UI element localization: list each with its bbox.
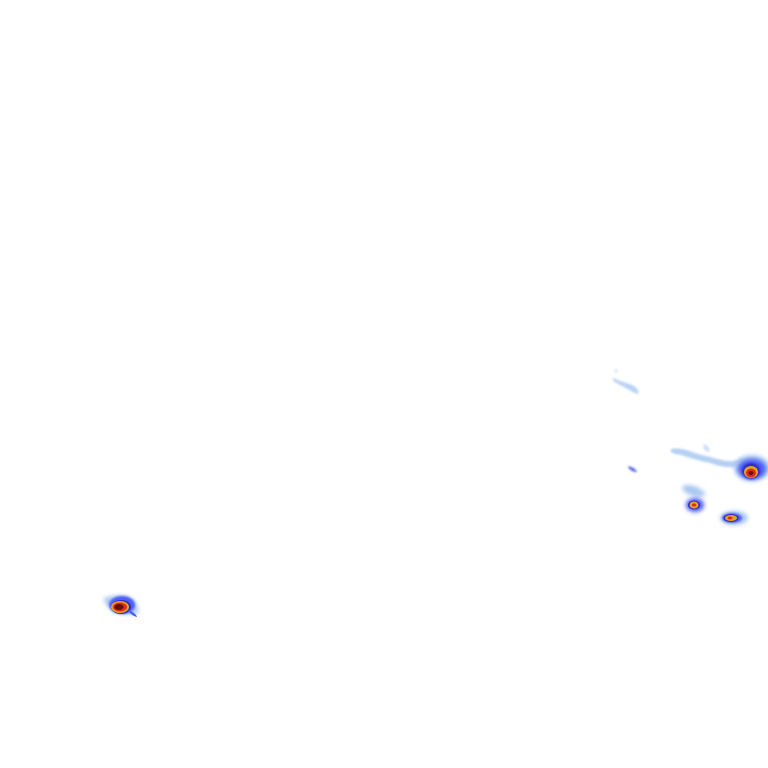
storm-cell-east-lower (720, 511, 748, 525)
small-cell-east-left (628, 466, 637, 472)
storm-cell-east-center (682, 484, 706, 512)
storm-cell-southwest (104, 595, 139, 617)
storm-cell-east-edge (734, 455, 768, 481)
light-band-east (670, 444, 744, 468)
light-streak-north (612, 369, 639, 394)
